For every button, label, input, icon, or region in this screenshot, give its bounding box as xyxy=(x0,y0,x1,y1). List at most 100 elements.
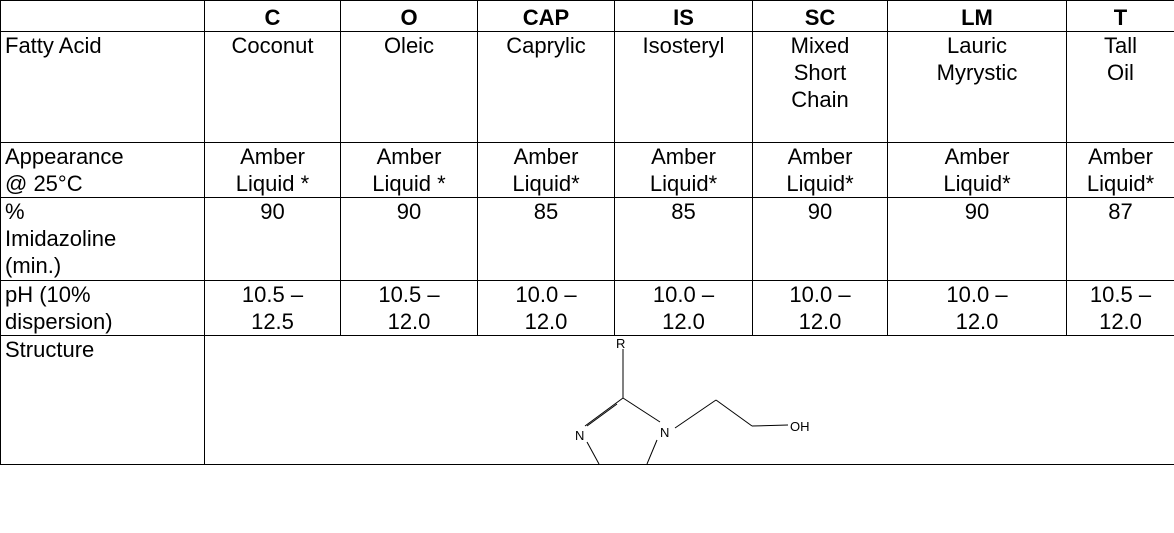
table-cell-fatty-sc: Mixed Short Chain xyxy=(752,31,888,143)
cell-line: 12.0 xyxy=(524,309,568,334)
cell-line: Amber xyxy=(240,144,305,169)
table-row-imidazoline: % Imidazoline (min.) 90 90 85 85 90 xyxy=(0,197,1174,281)
table-cell-ph-t: 10.5 – 12.0 xyxy=(1066,280,1174,336)
cell-line: Mixed xyxy=(790,33,850,58)
table-cell-appearance-o: Amber Liquid * xyxy=(340,142,478,198)
table-cell-ph-sc: 10.0 – 12.0 xyxy=(752,280,888,336)
table-cell-appearance-t: Amber Liquid* xyxy=(1066,142,1174,198)
cell-line: Liquid * xyxy=(372,171,446,196)
row-label-ph: pH (10% dispersion) xyxy=(0,280,205,336)
cell-line: 90 xyxy=(396,199,422,224)
table-row-appearance: Appearance @ 25°C Amber Liquid * Amber L… xyxy=(0,142,1174,198)
cell-line: Liquid* xyxy=(786,171,854,196)
table-cell-imidazoline-c: 90 xyxy=(204,197,341,281)
cell-line: Myrystic xyxy=(936,60,1018,85)
row-label-line: @ 25°C xyxy=(5,171,83,196)
table-cell-imidazoline-sc: 90 xyxy=(752,197,888,281)
row-label-fatty-acid: Fatty Acid xyxy=(0,31,205,143)
header-cell-blank xyxy=(0,0,205,32)
cell-line: Amber xyxy=(787,144,853,169)
table-cell-fatty-cap: Caprylic xyxy=(477,31,615,143)
cell-line: 10.0 – xyxy=(789,282,851,307)
cell-line: 90 xyxy=(964,199,990,224)
header-cell-lm: LM xyxy=(887,0,1067,32)
table-cell-appearance-sc: Amber Liquid* xyxy=(752,142,888,198)
table-cell-imidazoline-cap: 85 xyxy=(477,197,615,281)
table-cell-imidazoline-lm: 90 xyxy=(887,197,1067,281)
row-label-line: (min.) xyxy=(5,253,62,278)
cell-line: Liquid* xyxy=(649,171,718,196)
cell-line: Coconut xyxy=(231,33,314,58)
bond-ch2-oh xyxy=(751,424,789,427)
table-row-structure: Structure xyxy=(0,335,1174,465)
header-cell-sc: SC xyxy=(752,0,888,32)
row-label-line: Appearance xyxy=(5,144,124,169)
table-cell-imidazoline-t: 87 xyxy=(1066,197,1174,281)
cell-line: 12.0 xyxy=(798,309,842,334)
cell-line: 85 xyxy=(533,199,559,224)
table-cell-fatty-c: Coconut xyxy=(204,31,341,143)
table-cell-ph-lm: 10.0 – 12.0 xyxy=(887,280,1067,336)
header-cell-o: O xyxy=(340,0,478,32)
row-label-line: Imidazoline xyxy=(5,226,117,251)
bond-n-ch2 xyxy=(674,399,717,429)
cell-line: Amber xyxy=(513,144,579,169)
header-cell-cap: CAP xyxy=(477,0,615,32)
row-label-line: dispersion) xyxy=(5,309,113,334)
row-label-imidazoline: % Imidazoline (min.) xyxy=(0,197,205,281)
structure-cell: R N N OH xyxy=(204,335,1174,465)
table-cell-fatty-o: Oleic xyxy=(340,31,478,143)
cell-line: 10.0 – xyxy=(946,282,1008,307)
cell-line: 10.0 – xyxy=(515,282,577,307)
table-cell-ph-o: 10.5 – 12.0 xyxy=(340,280,478,336)
row-label-line: Structure xyxy=(5,337,95,362)
bond-c2-n-left xyxy=(584,397,624,427)
cell-line: Liquid* xyxy=(1086,171,1155,196)
cell-line: 12.0 xyxy=(1099,309,1142,334)
structure-diagram: R N N OH xyxy=(206,337,1174,464)
cell-line: Amber xyxy=(651,144,716,169)
table-row-ph: pH (10% dispersion) 10.5 – 12.5 10.5 – 1… xyxy=(0,280,1174,336)
bond-n-right-c5 xyxy=(646,439,658,464)
table-cell-appearance-cap: Amber Liquid* xyxy=(477,142,615,198)
cell-line: Liquid* xyxy=(512,171,580,196)
bond-ch2-ch2 xyxy=(715,399,753,427)
row-label-appearance: Appearance @ 25°C xyxy=(0,142,205,198)
table-cell-appearance-is: Amber Liquid* xyxy=(614,142,753,198)
table-cell-fatty-lm: Lauric Myrystic xyxy=(887,31,1067,143)
cell-line: 10.5 – xyxy=(241,282,304,307)
header-row: C O CAP IS SC LM T xyxy=(0,0,1174,32)
header-cell-t: T xyxy=(1066,0,1174,32)
cell-line: 12.0 xyxy=(662,309,705,334)
cell-line: 10.0 – xyxy=(652,282,715,307)
table-cell-fatty-t: Tall Oil xyxy=(1066,31,1174,143)
atom-label-n-right: N xyxy=(660,425,669,440)
cell-line: Liquid * xyxy=(235,171,310,196)
atom-label-n-left: N xyxy=(575,428,584,443)
table-cell-ph-is: 10.0 – 12.0 xyxy=(614,280,753,336)
atom-label-oh: OH xyxy=(790,419,810,434)
table-cell-ph-c: 10.5 – 12.5 xyxy=(204,280,341,336)
bond-n-left-c4 xyxy=(586,441,600,464)
table-row-fatty-acid: Fatty Acid Coconut Oleic Caprylic Isoste… xyxy=(0,31,1174,143)
row-label-line: pH (10% xyxy=(5,282,91,307)
cell-line: Amber xyxy=(376,144,442,169)
cell-line: Liquid* xyxy=(943,171,1011,196)
cell-line: Tall xyxy=(1103,33,1137,58)
imidazoline-spec-table: C O CAP IS SC LM T Fatty Acid Coconut Ol… xyxy=(0,0,1174,465)
cell-line: 12.0 xyxy=(387,309,431,334)
table-cell-imidazoline-is: 85 xyxy=(614,197,753,281)
cell-line: 12.0 xyxy=(955,309,999,334)
imidazoline-structure-drawing: R N N OH xyxy=(575,337,810,464)
cell-line: Amber xyxy=(944,144,1010,169)
cell-line: 10.5 – xyxy=(1089,282,1152,307)
cell-line: Short xyxy=(793,60,847,85)
header-cell-c: C xyxy=(204,0,341,32)
cell-line: Amber xyxy=(1088,144,1153,169)
cell-line: 90 xyxy=(807,199,833,224)
cell-line: Isosteryl xyxy=(642,33,725,58)
cell-line: 85 xyxy=(671,199,696,224)
row-label-line: Fatty Acid xyxy=(5,33,102,58)
cell-line: 87 xyxy=(1108,199,1133,224)
